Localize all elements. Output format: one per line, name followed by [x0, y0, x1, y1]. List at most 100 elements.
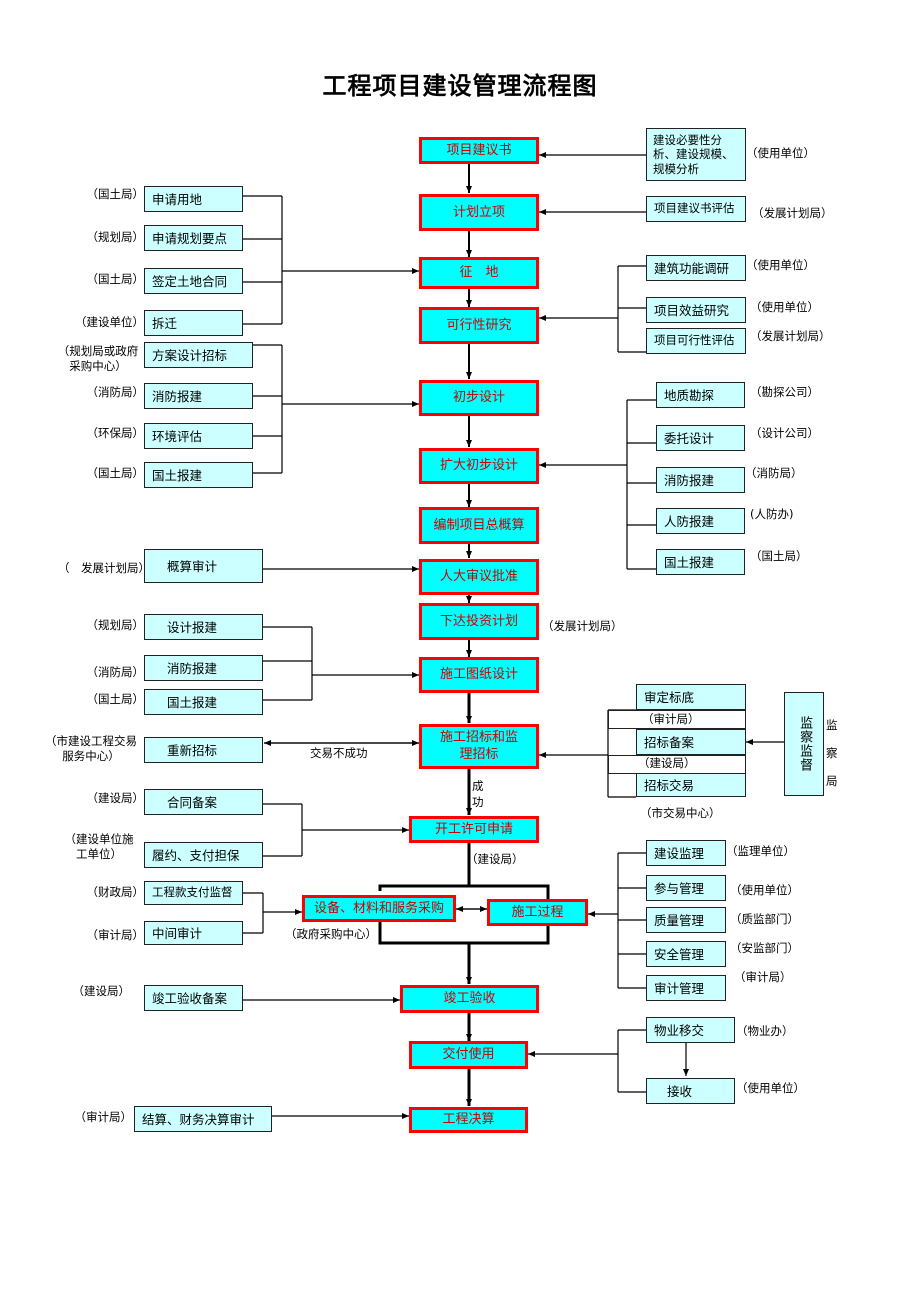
- note-user-unit-1: （使用单位）: [746, 146, 815, 160]
- step-tender: 施工招标和监理招标: [419, 724, 539, 769]
- box-final-settlement-audit: 结算、财务决算审计: [134, 1106, 272, 1132]
- box-function-research: 建筑功能调研: [646, 255, 746, 281]
- box-fire-report-2: 消防报建: [656, 467, 745, 493]
- box-proposal-evaluation: 项目建议书评估: [646, 196, 746, 222]
- note-audit-bureau-4: （审计局）: [74, 1110, 133, 1124]
- note-trade-failed: 交易不成功: [310, 746, 368, 760]
- step-preliminary-design: 初步设计: [419, 380, 539, 416]
- note-user-unit-5: （使用单位）: [736, 1081, 805, 1095]
- step-expanded-design: 扩大初步设计: [419, 448, 539, 484]
- note-safety-dept: （安监部门）: [730, 941, 799, 955]
- note-trade-center: （市建设工程交易服务中心）: [45, 734, 137, 763]
- note-environment: （环保局）: [86, 426, 145, 440]
- box-feasibility-evaluation: 项目可行性评估: [646, 328, 746, 354]
- note-builder-contractor: （建设单位施工单位）: [64, 832, 134, 861]
- step-project-proposal: 项目建议书: [419, 137, 539, 164]
- note-market-center: （市交易中心）: [640, 806, 721, 820]
- note-property-office: （物业办）: [736, 1024, 794, 1038]
- box-budget-audit: 概算审计: [144, 549, 263, 583]
- note-builder-1: （建设单位）: [75, 315, 144, 329]
- box-land-report-3: 国土报建: [144, 689, 263, 715]
- box-re-tender: 重新招标: [144, 737, 263, 763]
- box-audit-bureau-tag: [608, 710, 746, 729]
- box-receive: 接收: [646, 1078, 735, 1104]
- box-land-report-2: 国土报建: [656, 549, 745, 575]
- box-design-report: 设计报建: [144, 614, 263, 640]
- note-land-bureau-3: （国土局）: [86, 466, 145, 480]
- note-quality-dept: （质监部门）: [730, 912, 799, 926]
- box-fire-report-3: 消防报建: [144, 655, 263, 681]
- note-design-company: （设计公司）: [750, 426, 819, 440]
- note-user-unit-4: （使用单位）: [730, 883, 799, 897]
- note-land-bureau-2: （国土局）: [86, 272, 145, 286]
- note-planning-2: （规划局）: [86, 618, 145, 632]
- note-fire-3: （消防局）: [86, 665, 145, 679]
- step-budget-estimate: 编制项目总概算: [419, 507, 539, 544]
- step-construction-drawing: 施工图纸设计: [419, 657, 539, 693]
- box-apply-land: 申请用地: [144, 186, 243, 212]
- note-fire-1: （消防局）: [86, 385, 145, 399]
- note-audit-bureau-3: （审计局）: [734, 970, 792, 984]
- note-survey-company: （勘探公司）: [750, 385, 819, 399]
- note-construction-bureau-1: （建设局）: [638, 756, 696, 770]
- note-supervisor-unit: （监理单位）: [726, 844, 795, 858]
- note-land-bureau-4: （国土局）: [750, 549, 808, 563]
- box-supervision: 监察监督: [784, 692, 824, 796]
- note-audit-bureau-2: （审计局）: [86, 928, 145, 942]
- box-performance-guarantee: 履约、支付担保: [144, 842, 263, 868]
- step-procurement: 设备、材料和服务采购: [302, 895, 456, 922]
- note-land-bureau-1: （国土局）: [86, 187, 145, 201]
- box-tender-record: 招标备案: [636, 729, 746, 755]
- note-civil-defense: (人防办): [750, 507, 794, 521]
- page-title: 工程项目建设管理流程图: [322, 72, 598, 100]
- step-congress-approval: 人大审议批准: [419, 559, 539, 595]
- note-construction-bureau-3: （建设局）: [466, 852, 524, 866]
- step-completion-acceptance: 竣工验收: [400, 985, 539, 1013]
- step-investment-plan: 下达投资计划: [419, 603, 539, 640]
- box-payment-supervision: 工程款支付监督: [144, 881, 243, 905]
- box-planning-points: 申请规划要点: [144, 225, 243, 251]
- box-necessity-analysis: 建设必要性分析、建设规模、规模分析: [646, 128, 746, 181]
- box-scheme-tender: 方案设计招标: [144, 342, 253, 368]
- step-start-permit: 开工许可申请: [409, 816, 539, 843]
- note-success: 成功: [472, 779, 484, 809]
- box-safety-management: 安全管理: [646, 941, 726, 967]
- note-supervision-2: 察: [826, 746, 838, 760]
- step-land-acquisition: 征 地: [419, 257, 539, 289]
- box-fire-report-1: 消防报建: [144, 383, 253, 409]
- step-final-accounts: 工程决算: [409, 1107, 528, 1133]
- note-user-unit-3: （使用单位）: [750, 300, 819, 314]
- box-civil-defense: 人防报建: [656, 508, 745, 534]
- note-fire-2: （消防局）: [745, 466, 803, 480]
- box-land-report-1: 国土报建: [144, 462, 253, 488]
- box-benefit-research: 项目效益研究: [646, 297, 746, 323]
- box-review-base-price: 审定标底: [636, 684, 746, 710]
- note-dev-plan-4: （发展计划局）: [542, 619, 623, 633]
- note-construction-bureau-4: （建设局）: [72, 984, 131, 998]
- box-quality-management: 质量管理: [646, 907, 726, 933]
- note-supervision-3: 局: [826, 774, 838, 788]
- note-user-unit-2: （使用单位）: [746, 258, 815, 272]
- box-completion-record: 竣工验收备案: [144, 985, 243, 1011]
- box-audit-management: 审计管理: [646, 975, 726, 1001]
- note-dev-plan-1: （发展计划局）: [752, 206, 833, 220]
- box-commission-design: 委托设计: [656, 425, 745, 451]
- note-planning-1: （规划局）: [86, 230, 145, 244]
- box-tender-trade: 招标交易: [636, 773, 746, 797]
- box-demolition: 拆迁: [144, 310, 243, 336]
- box-participate-management: 参与管理: [646, 875, 726, 901]
- note-supervision-1: 监: [826, 718, 838, 732]
- note-planning-procurement: （规划局或政府采购中心）: [57, 344, 139, 373]
- step-handover: 交付使用: [409, 1041, 528, 1069]
- step-construction-process: 施工过程: [487, 899, 588, 926]
- box-geological-survey: 地质勘探: [656, 382, 745, 408]
- box-interim-audit: 中间审计: [144, 921, 243, 945]
- box-supervision-label: 监察监督: [797, 716, 813, 772]
- box-contract-record: 合同备案: [144, 789, 263, 815]
- note-construction-bureau-2: （建设局）: [86, 791, 145, 805]
- note-dev-plan-2: （发展计划局）: [750, 329, 831, 343]
- note-audit-bureau-1: （审计局）: [642, 712, 700, 726]
- note-dev-plan-3: （ 发展计划局）: [58, 561, 150, 575]
- step-plan-approval: 计划立项: [419, 194, 539, 231]
